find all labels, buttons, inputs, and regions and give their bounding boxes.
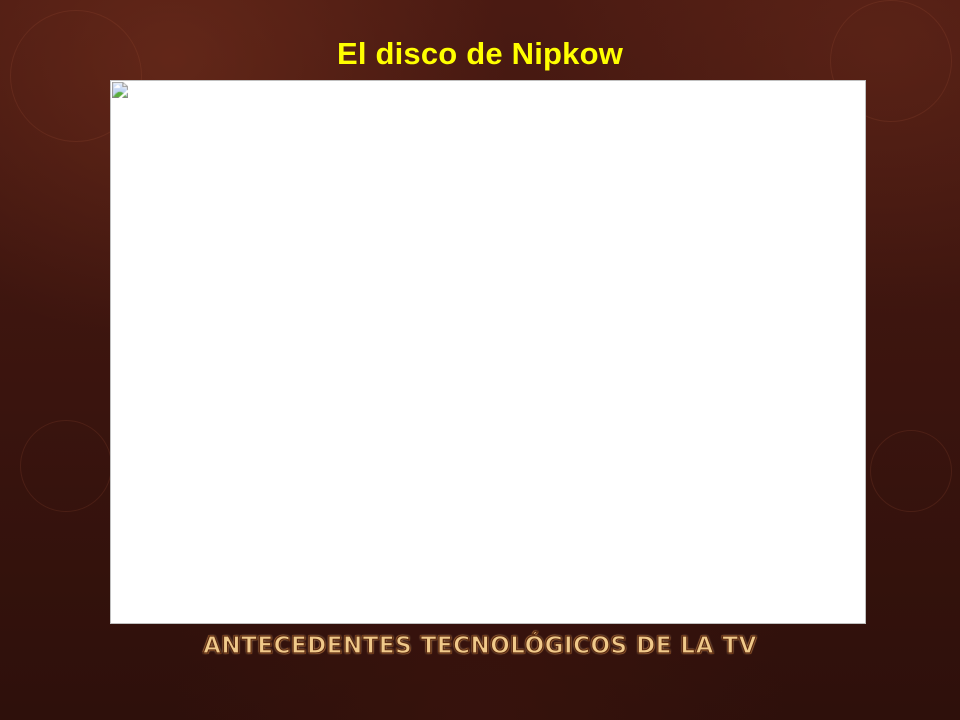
slide-footer: ANTECEDENTES TECNOLÓGICOS DE LA TV (203, 632, 757, 659)
nipkow-synchronization-diagram-image (110, 80, 866, 624)
slide-title: El disco de Nipkow (336, 36, 624, 71)
background-ornament (20, 420, 112, 512)
background-ornament (870, 430, 952, 512)
